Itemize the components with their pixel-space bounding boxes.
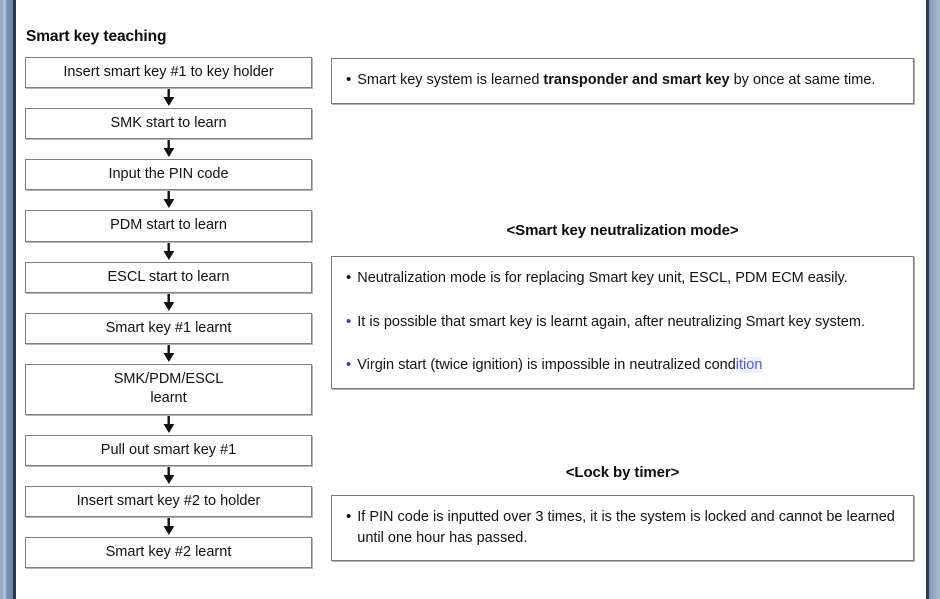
bullet-text-highlight: ition bbox=[735, 357, 763, 374]
flow-step-5: ESCL start to learn bbox=[25, 261, 312, 293]
lock-by-timer-note-box: • If PIN code is inputted over 3 times, … bbox=[331, 495, 914, 562]
flow-step-7: SMK/PDM/ESCL learnt bbox=[25, 363, 312, 415]
section-heading-neutralization: <Smart key neutralization mode> bbox=[506, 222, 739, 239]
flow-step-6: Smart key #1 learnt bbox=[25, 312, 312, 344]
arrow-down-icon bbox=[25, 190, 312, 210]
right-divider-rule bbox=[926, 0, 929, 599]
flow-step-8: Pull out smart key #1 bbox=[25, 435, 312, 467]
bullet-text: Neutralization mode is for replacing Sma… bbox=[357, 270, 848, 286]
neutralization-note-box: • Neutralization mode is for replacing S… bbox=[331, 256, 914, 390]
flow-step-label: Smart key #1 learnt bbox=[105, 319, 232, 336]
arrow-down-icon bbox=[25, 466, 312, 486]
flow-step-1: Insert smart key #1 to key holder bbox=[25, 57, 312, 89]
flow-step-label: Insert smart key #1 to key holder bbox=[63, 64, 274, 80]
flow-step-label: Smart key #2 learnt bbox=[105, 544, 232, 561]
flow-step-label: PDM start to learn bbox=[110, 217, 227, 234]
flow-step-10: Smart key #2 learnt bbox=[25, 537, 312, 569]
page-title: Smart key teaching bbox=[26, 28, 167, 45]
bullet-item: • Smart key system is learned transponde… bbox=[346, 70, 899, 91]
arrow-down-icon bbox=[25, 242, 312, 262]
section-heading-lock-by-timer: <Lock by timer> bbox=[565, 464, 680, 481]
bullet-text: If PIN code is inputted over 3 times, it… bbox=[357, 509, 895, 546]
bullet-text: Virgin start (twice ignition) is impossi… bbox=[357, 355, 899, 376]
flow-step-label-second-line: learnt bbox=[150, 389, 187, 406]
bullet-dot-icon: • bbox=[346, 269, 352, 286]
flow-step-label: Pull out smart key #1 bbox=[100, 442, 237, 458]
bullet-text: It is possible that smart key is learnt … bbox=[357, 313, 865, 330]
bullet-text-bold: transponder and smart key bbox=[543, 72, 730, 88]
bullet-item: • Neutralization mode is for replacing S… bbox=[346, 268, 899, 289]
arrow-down-icon bbox=[25, 293, 312, 313]
smart-key-teaching-flowchart: Insert smart key #1 to key holder SMK st… bbox=[25, 57, 312, 569]
flow-step-2: SMK start to learn bbox=[25, 108, 312, 140]
arrow-down-icon bbox=[25, 344, 312, 364]
arrow-down-icon bbox=[25, 139, 312, 159]
bullet-item: • Virgin start (twice ignition) is impos… bbox=[346, 355, 899, 376]
bullet-dot-icon: • bbox=[346, 71, 352, 88]
arrow-down-icon bbox=[25, 517, 312, 537]
flow-step-label: ESCL start to learn bbox=[107, 268, 230, 285]
bullet-dot-icon: • bbox=[346, 508, 352, 525]
flow-step-3: Input the PIN code bbox=[25, 159, 312, 191]
flow-step-label: SMK/PDM/ESCL bbox=[113, 370, 224, 387]
flow-step-label: Insert smart key #2 to holder bbox=[76, 493, 261, 510]
bullet-text-pre: Virgin start (twice ignition) is impossi… bbox=[357, 357, 736, 374]
flow-step-label: Input the PIN code bbox=[108, 166, 229, 183]
bullet-item: • It is possible that smart key is learn… bbox=[346, 312, 899, 333]
bullet-dot-icon: • bbox=[346, 312, 352, 330]
bullet-text-pre: Smart key system is learned bbox=[357, 72, 544, 88]
left-accent-strip bbox=[0, 0, 13, 599]
flow-step-label-group: SMK/PDM/ESCL learnt bbox=[114, 370, 224, 408]
flow-step-label: SMK start to learn bbox=[110, 115, 227, 132]
flow-step-4: PDM start to learn bbox=[25, 210, 312, 242]
arrow-down-icon bbox=[25, 88, 312, 108]
right-accent-strip bbox=[929, 0, 940, 599]
left-divider-rule bbox=[13, 0, 16, 599]
intro-note-box: • Smart key system is learned transponde… bbox=[331, 58, 914, 104]
bullet-text: Smart key system is learned transponder … bbox=[357, 70, 899, 91]
flow-step-9: Insert smart key #2 to holder bbox=[25, 486, 312, 518]
bullet-text-post: by once at same time. bbox=[729, 72, 876, 88]
bullet-item: • If PIN code is inputted over 3 times, … bbox=[346, 507, 899, 548]
arrow-down-icon bbox=[25, 415, 312, 435]
bullet-dot-icon: • bbox=[346, 356, 352, 374]
